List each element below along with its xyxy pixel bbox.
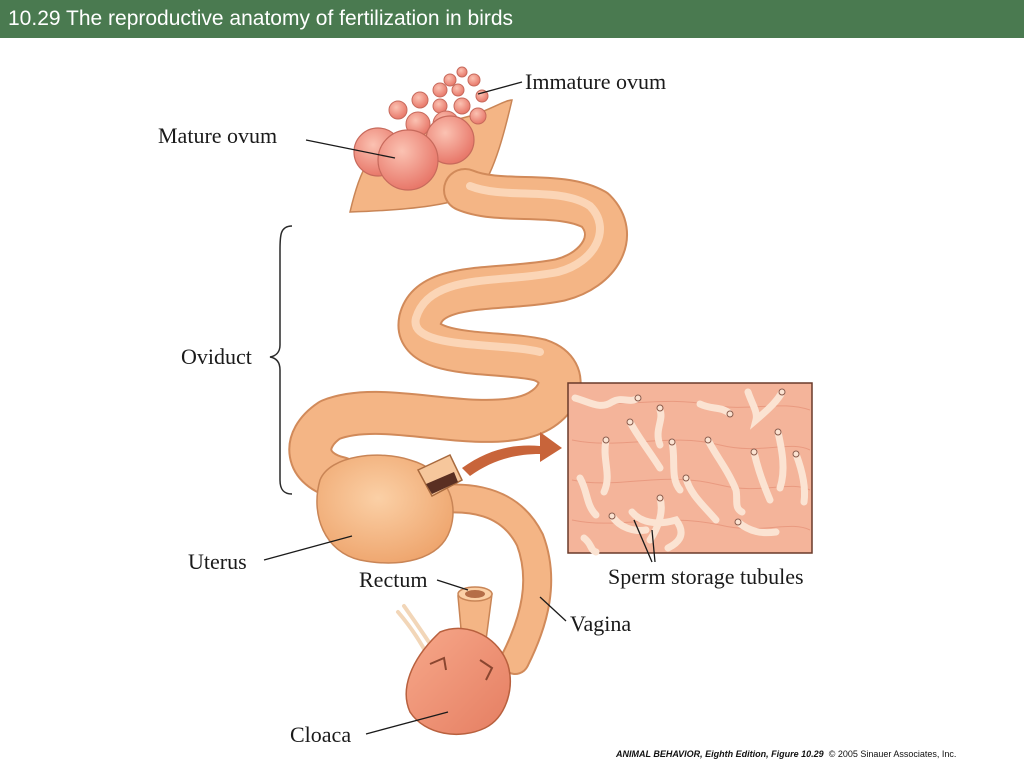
sperm-storage-inset bbox=[567, 382, 813, 556]
leader-lines bbox=[263, 81, 656, 735]
label-uterus: Uterus bbox=[188, 549, 247, 574]
oviduct-tube bbox=[288, 168, 628, 500]
leader-rectum bbox=[436, 579, 469, 591]
leader-mature-ovum bbox=[305, 139, 396, 159]
mature-ovum-cluster bbox=[353, 115, 475, 191]
leader-vagina bbox=[539, 596, 567, 622]
label-mature-ovum: Mature ovum bbox=[158, 123, 277, 148]
oviduct-cut-section bbox=[416, 454, 463, 498]
leader-immature-ovum bbox=[477, 81, 523, 95]
oviduct-bracket bbox=[269, 225, 293, 495]
cloaca bbox=[405, 627, 511, 735]
label-oviduct: Oviduct bbox=[181, 344, 252, 369]
label-rectum: Rectum bbox=[359, 567, 427, 592]
label-sperm-storage-tubules: Sperm storage tubules bbox=[608, 564, 804, 589]
leader-cloaca bbox=[365, 711, 449, 735]
slide-title: 10.29 The reproductive anatomy of fertil… bbox=[8, 7, 514, 30]
label-cloaca: Cloaca bbox=[290, 722, 351, 747]
figure-credit: ANIMAL BEHAVIOR, Eighth Edition, Figure … bbox=[616, 749, 956, 759]
credit-copyright: © 2005 Sinauer Associates, Inc. bbox=[828, 749, 957, 759]
label-vagina: Vagina bbox=[570, 611, 631, 636]
credit-book: ANIMAL BEHAVIOR, Eighth Edition, Figure … bbox=[616, 749, 824, 759]
title-bar: 10.29 The reproductive anatomy of fertil… bbox=[0, 0, 1024, 38]
vagina-tube bbox=[415, 483, 553, 675]
callout-arrow bbox=[462, 432, 562, 476]
leader-uterus bbox=[263, 535, 353, 561]
leader-sperm-tubules-2 bbox=[651, 529, 656, 563]
label-immature-ovum: Immature ovum bbox=[525, 69, 666, 94]
leader-sperm-tubules-1 bbox=[633, 519, 653, 563]
